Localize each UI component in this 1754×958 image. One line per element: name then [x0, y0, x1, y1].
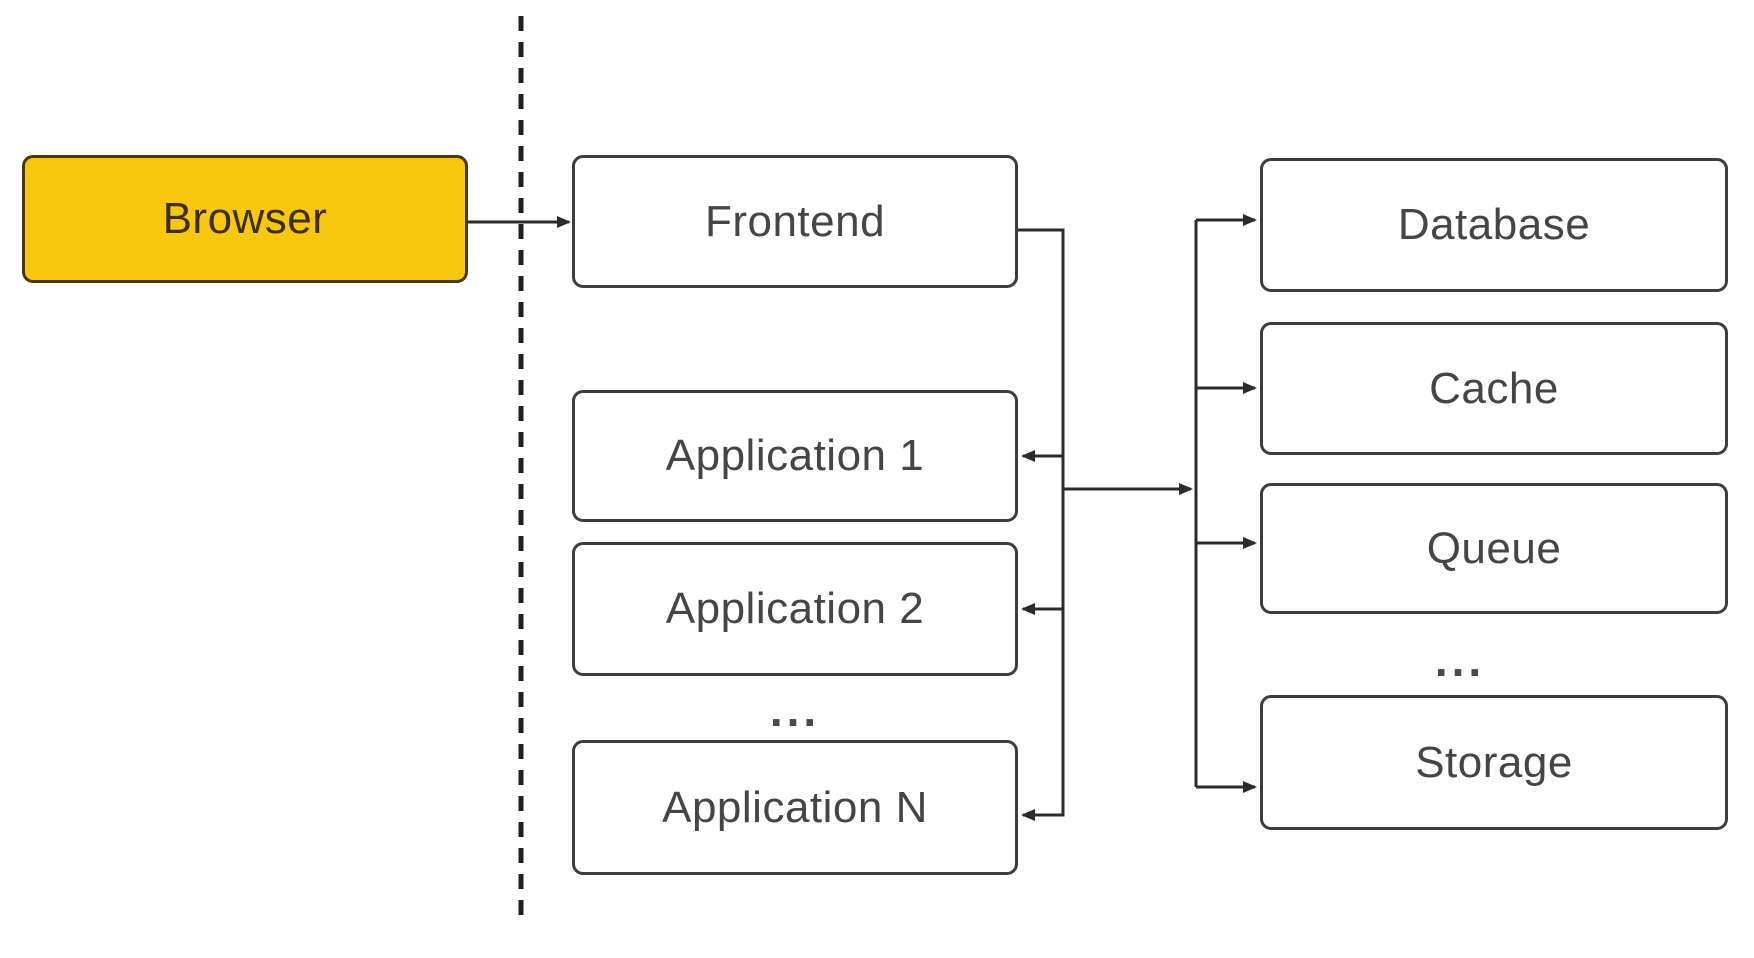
application-n-node: Application N — [572, 740, 1018, 875]
queue-node: Queue — [1260, 483, 1728, 614]
services-ellipsis: ... — [1434, 634, 1486, 686]
storage-node: Storage — [1260, 695, 1728, 830]
applications-ellipsis: ... — [769, 684, 821, 736]
frontend-node: Frontend — [572, 155, 1018, 288]
browser-node: Browser — [22, 155, 468, 283]
edge-frontend-trunk-to-appN — [1018, 228, 1065, 821]
application-1-node: Application 1 — [572, 390, 1018, 522]
database-node: Database — [1260, 158, 1728, 292]
cache-node: Cache — [1260, 322, 1728, 455]
application-2-node: Application 2 — [572, 542, 1018, 676]
